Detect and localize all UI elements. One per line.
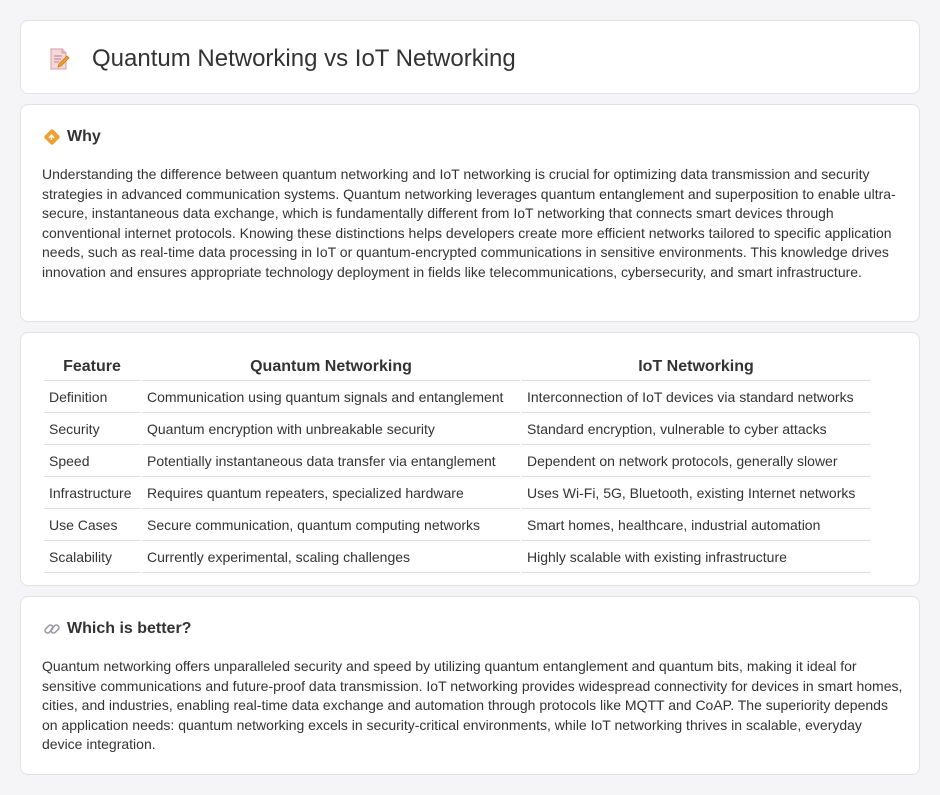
- link-icon: [43, 620, 61, 638]
- iot-cell: Dependent on network protocols, generall…: [522, 447, 870, 477]
- table-row: Scalability Currently experimental, scal…: [44, 543, 870, 573]
- iot-cell: Smart homes, healthcare, industrial auto…: [522, 511, 870, 541]
- quantum-cell: Quantum encryption with unbreakable secu…: [142, 415, 520, 445]
- quantum-cell: Potentially instantaneous data transfer …: [142, 447, 520, 477]
- which-is-better-section: Which is better? Quantum networking offe…: [20, 596, 920, 775]
- iot-cell: Highly scalable with existing infrastruc…: [522, 543, 870, 573]
- table-row: Use Cases Secure communication, quantum …: [44, 511, 870, 541]
- why-section: Why Understanding the difference between…: [20, 104, 920, 322]
- why-heading-row: Why: [43, 126, 101, 148]
- better-paragraph: Quantum networking offers unparalleled s…: [42, 658, 903, 752]
- feature-cell: Security: [44, 415, 140, 445]
- feature-cell: Scalability: [44, 543, 140, 573]
- iot-cell: Interconnection of IoT devices via stand…: [522, 383, 870, 413]
- feature-cell: Speed: [44, 447, 140, 477]
- why-heading: Why: [67, 128, 101, 145]
- table-header-row: Feature Quantum Networking IoT Networkin…: [44, 353, 870, 381]
- iot-cell: Uses Wi-Fi, 5G, Bluetooth, existing Inte…: [522, 479, 870, 509]
- header-quantum: Quantum Networking: [142, 353, 520, 381]
- diamond-sign-icon: [43, 128, 61, 146]
- comparison-table: Feature Quantum Networking IoT Networkin…: [42, 351, 872, 575]
- quantum-cell: Requires quantum repeaters, specialized …: [142, 479, 520, 509]
- quantum-cell: Secure communication, quantum computing …: [142, 511, 520, 541]
- why-paragraph: Understanding the difference between qua…: [42, 166, 896, 280]
- title-card: Quantum Networking vs IoT Networking: [20, 20, 920, 94]
- header-iot: IoT Networking: [522, 353, 870, 381]
- better-heading-row: Which is better?: [43, 618, 191, 640]
- table-row: Speed Potentially instantaneous data tra…: [44, 447, 870, 477]
- feature-cell: Use Cases: [44, 511, 140, 541]
- header-feature: Feature: [44, 353, 140, 381]
- iot-cell: Standard encryption, vulnerable to cyber…: [522, 415, 870, 445]
- better-heading: Which is better?: [67, 620, 192, 637]
- page-title: Quantum Networking vs IoT Networking: [92, 45, 516, 72]
- feature-cell: Infrastructure: [44, 479, 140, 509]
- document-pencil-icon: [47, 47, 71, 71]
- table-row: Definition Communication using quantum s…: [44, 383, 870, 413]
- quantum-cell: Communication using quantum signals and …: [142, 383, 520, 413]
- table-row: Infrastructure Requires quantum repeater…: [44, 479, 870, 509]
- feature-cell: Definition: [44, 383, 140, 413]
- quantum-cell: Currently experimental, scaling challeng…: [142, 543, 520, 573]
- comparison-section: Feature Quantum Networking IoT Networkin…: [20, 332, 920, 586]
- table-row: Security Quantum encryption with unbreak…: [44, 415, 870, 445]
